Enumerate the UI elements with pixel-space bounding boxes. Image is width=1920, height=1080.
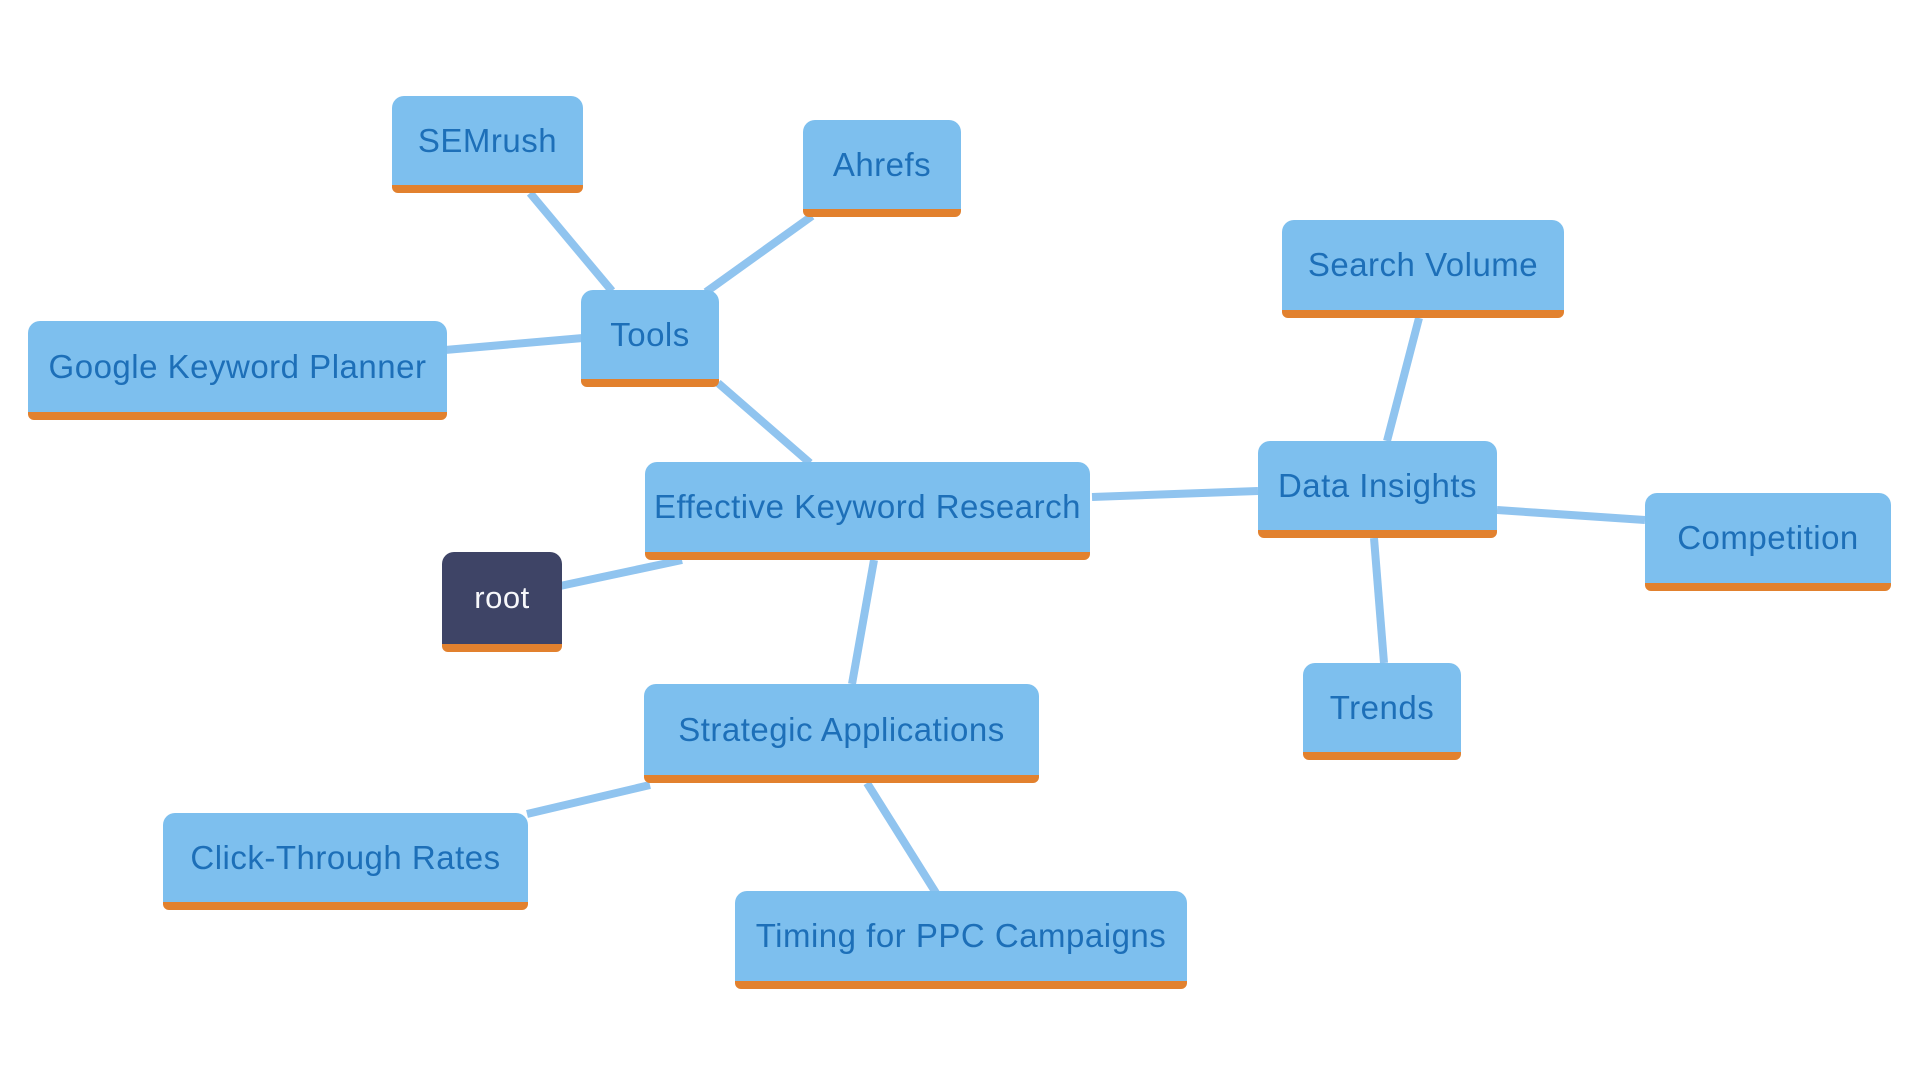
node-root[interactable]: root [442, 552, 562, 652]
node-competition[interactable]: Competition [1645, 493, 1891, 591]
node-effective-keyword-research-label: Effective Keyword Research [654, 488, 1081, 525]
edge-root-ekr [559, 556, 683, 590]
node-search-volume[interactable]: Search Volume [1282, 220, 1564, 318]
node-data-insights-label: Data Insights [1277, 466, 1478, 504]
edge-ekr-strategic [848, 559, 878, 685]
edge-semrush-tools [526, 190, 616, 294]
node-effective-keyword-research[interactable]: Effective Keyword Research [645, 462, 1090, 560]
node-ahrefs[interactable]: Ahrefs [803, 120, 961, 217]
node-strategic-applications[interactable]: Strategic Applications [644, 684, 1039, 783]
edge-datainsights-trends [1370, 537, 1388, 664]
edge-ekr-datainsights [1091, 487, 1259, 501]
node-click-through-rates[interactable]: Click-Through Rates [163, 813, 528, 910]
edge-strategic-ctr [526, 781, 651, 818]
node-google-keyword-planner[interactable]: Google Keyword Planner [28, 321, 447, 420]
node-competition-label: Competition [1677, 519, 1859, 556]
node-click-through-rates-label: Click-Through Rates [190, 838, 501, 876]
node-timing-for-ppc-campaigns-label: Timing for PPC Campaigns [755, 917, 1167, 954]
node-tools[interactable]: Tools [581, 290, 719, 387]
edge-datainsights-competition [1496, 506, 1646, 524]
node-trends[interactable]: Trends [1303, 663, 1461, 760]
edge-strategic-timing [863, 780, 940, 896]
node-tools-label: Tools [610, 315, 690, 353]
node-timing-for-ppc-campaigns[interactable]: Timing for PPC Campaigns [735, 891, 1187, 989]
node-root-label: root [474, 580, 530, 615]
node-semrush-label: SEMrush [417, 121, 558, 159]
node-semrush[interactable]: SEMrush [392, 96, 583, 193]
node-strategic-applications-label: Strategic Applications [678, 710, 1005, 748]
node-data-insights[interactable]: Data Insights [1258, 441, 1497, 538]
edge-tools-ekr [715, 379, 813, 467]
node-ahrefs-label: Ahrefs [832, 145, 932, 183]
edge-gkp-tools [444, 334, 584, 354]
node-trends-label: Trends [1329, 688, 1435, 726]
edge-searchvolume-datainsights [1383, 316, 1423, 443]
edge-ahrefs-tools [703, 212, 815, 296]
node-google-keyword-planner-label: Google Keyword Planner [48, 347, 427, 385]
node-search-volume-label: Search Volume [1307, 246, 1539, 283]
